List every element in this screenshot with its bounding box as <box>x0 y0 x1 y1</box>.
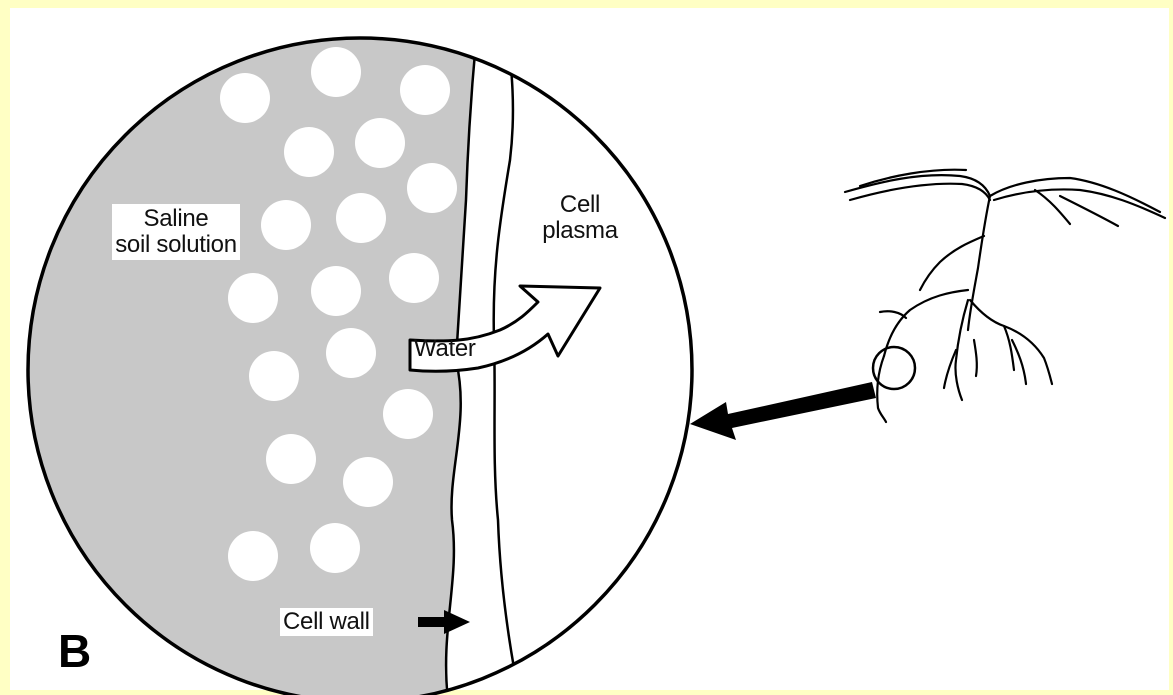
cell-plasma-line1: Cell <box>530 192 630 218</box>
saline-soil-solution-label: Saline soil solution <box>112 204 240 260</box>
salt-particle <box>261 200 311 250</box>
salt-particle <box>326 328 376 378</box>
cell-wall-label-text: Cell wall <box>283 608 370 635</box>
salt-particle <box>311 266 361 316</box>
panel-letter: B <box>58 628 91 674</box>
salt-particle <box>228 273 278 323</box>
water-label: Water <box>414 336 476 362</box>
salt-particle <box>266 434 316 484</box>
seedling-drawing <box>845 170 1165 422</box>
cell-plasma-label: Cell plasma <box>530 192 630 244</box>
saline-soil-solution-line1: Saline <box>114 206 238 232</box>
salt-particle <box>407 163 457 213</box>
salt-particle <box>389 253 439 303</box>
salt-particle <box>310 523 360 573</box>
salt-particle <box>249 351 299 401</box>
magnify-pointer-arrow <box>690 382 876 440</box>
salt-particle <box>355 118 405 168</box>
salt-particle <box>228 531 278 581</box>
salt-particle <box>336 193 386 243</box>
salt-particle <box>220 73 270 123</box>
salt-particle <box>311 47 361 97</box>
water-label-text: Water <box>414 335 476 362</box>
salt-particle <box>383 389 433 439</box>
cell-plasma-line2: plasma <box>530 218 630 244</box>
salt-particle <box>343 457 393 507</box>
cell-wall-label: Cell wall <box>280 608 373 636</box>
salt-particle <box>284 127 334 177</box>
salt-particle <box>400 65 450 115</box>
saline-soil-solution-line2: soil solution <box>114 232 238 258</box>
